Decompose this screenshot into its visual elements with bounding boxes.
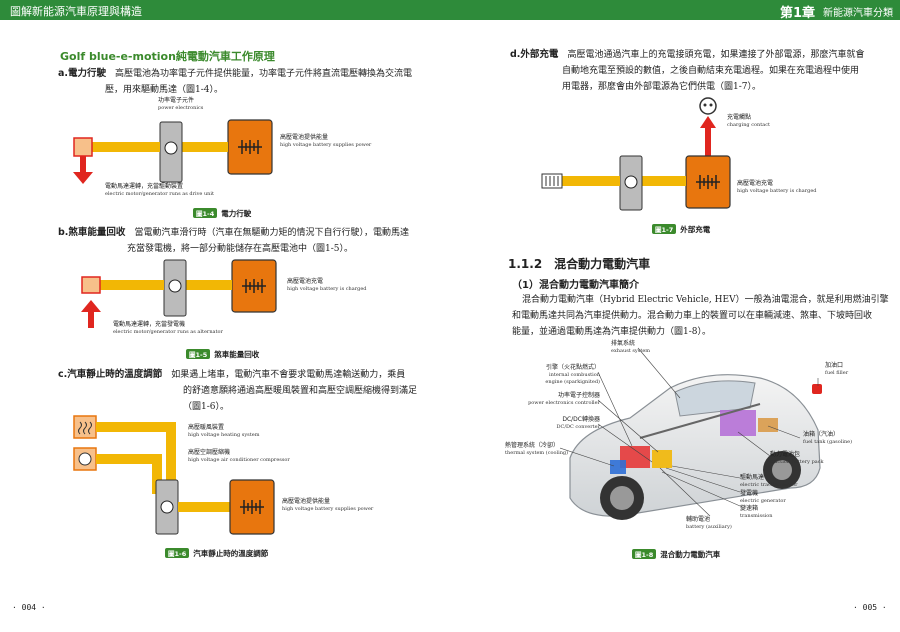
cooling-component [610,460,626,474]
hev-paragraph: 混合動力電動汽車（Hybrid Electric Vehicle, HEV）一般… [512,295,889,337]
charge-arrow [705,128,711,156]
label-a: a.電力行駛 [58,68,107,79]
paragraph-a: a.電力行駛 高壓電池為功率電子元件提供能量，功率電子元件將直流電壓轉換為交流電… [58,68,413,95]
label-d: d.外部充電 [510,49,559,60]
fuel-filler-icon [812,384,822,394]
fig8-cooling-label: 熱管理系統（冷卻）thermal system (cooling) [505,442,569,456]
heater-icon [73,415,97,439]
pec-component [652,450,672,468]
engine-component [620,446,650,468]
paragraph-d: d.外部充電 高壓電池通過汽車上的充電接頭充電，如果連接了外部電源，那麼汽車就會… [510,49,865,92]
section-title: Golf blue-e-motion純電動汽車工作原理 [60,50,275,63]
page-number-left: · 004 · [12,603,46,612]
figure-1-7 [541,97,731,211]
section-heading-1-1-2: 1.1.2 混合動力電動汽車 [508,257,651,271]
paragraph-b: b.煞車能量回收 當電動汽車滑行時（汽車在無驅動力矩的情況下自行行駛），電動馬達… [58,227,409,254]
fig8-tank-label: 油箱（汽油）fuel tank (gasoline) [803,431,853,445]
chapter-title: 新能源汽車分類 [823,8,893,19]
paragraph-c: c.汽車靜止時的溫度調節 如果遇上堵車，電動汽車不會要求電動馬達輸送動力，乘員 … [58,369,418,412]
chapter-number: 第1章 [780,6,816,21]
page-number-right: · 005 · [853,603,887,612]
figure-1-5 [81,259,277,328]
label-c: c.汽車靜止時的溫度調節 [58,369,163,380]
fuel-tank-component [758,418,778,432]
exhaust-pipe [639,403,761,439]
label-b: b.煞車能量回收 [58,227,126,238]
power-flow-arrow [182,142,228,152]
motor-icon [73,137,93,157]
regen-arrow-up [81,300,101,312]
book-title: 圖解新能源汽車原理與構造 [10,5,142,18]
figure-1-8-car [560,347,822,520]
subsection-heading: （1）混合動力電動汽車簡介 [512,280,639,291]
car-window [674,380,756,417]
figure-1-6 [73,415,275,535]
motor-icon [81,276,101,294]
figure-1-4 [73,119,273,184]
charging-plug-icon [699,97,717,115]
drive-arrow-down [73,172,93,184]
page-header: 圖解新能源汽車原理與構造 第1章 新能源汽車分類 [0,0,900,21]
